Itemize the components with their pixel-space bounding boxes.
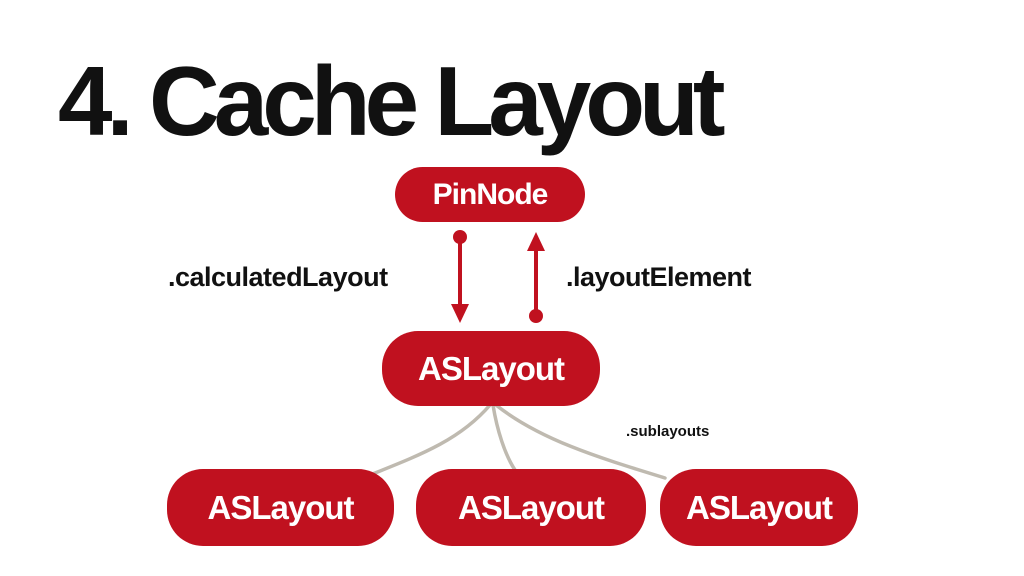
layout-element-arrow (527, 232, 545, 323)
pinnode-node: PinNode (395, 167, 585, 222)
layout-element-label: .layoutElement (566, 262, 752, 292)
calculated-layout-arrow (451, 230, 469, 323)
sublayout-node-1: ASLayout (167, 469, 394, 546)
sublayout-node-3: ASLayout (660, 469, 858, 546)
calculated-layout-label: .calculatedLayout (168, 262, 388, 292)
slide-title: 4. Cache Layout (58, 46, 726, 156)
sublayouts-label: .sublayouts (626, 423, 710, 440)
sublayout-node-2: ASLayout (416, 469, 646, 546)
aslayout-node: ASLayout (382, 331, 600, 406)
branch-line-right (494, 403, 667, 480)
branch-line-left (368, 403, 492, 477)
branch-line-middle (491, 403, 517, 472)
